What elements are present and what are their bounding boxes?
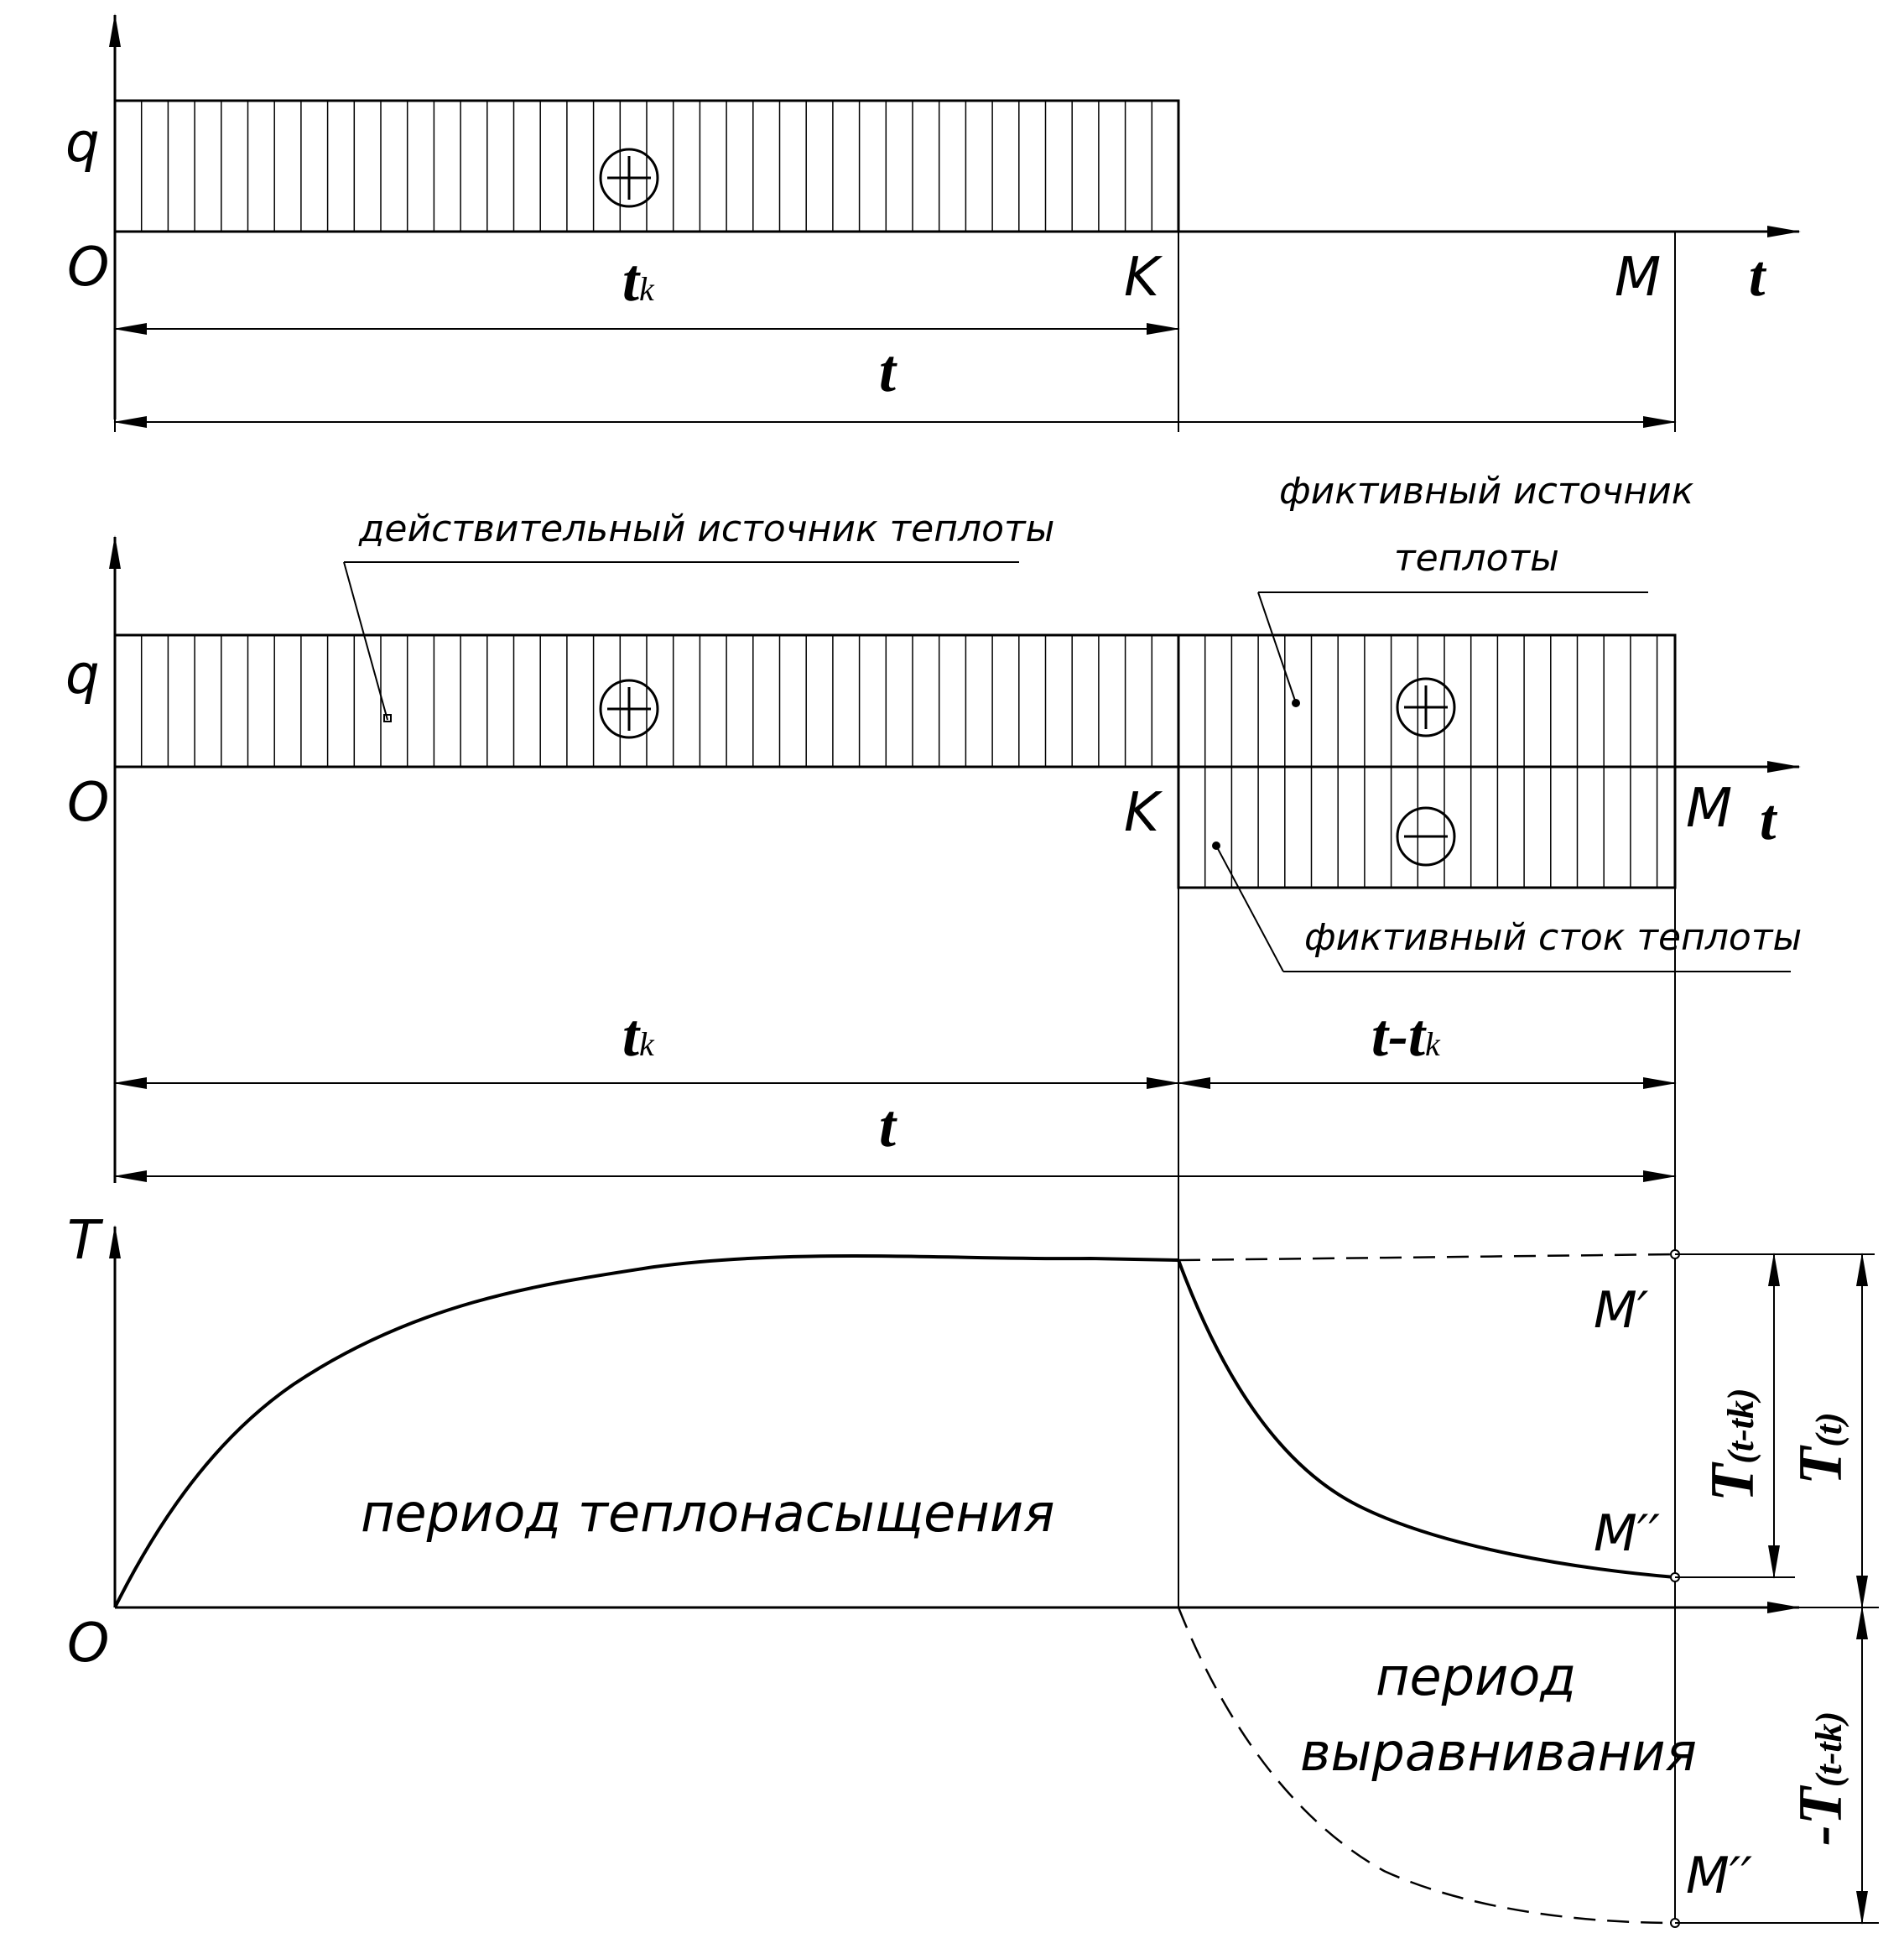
plus-circle-2a [599,679,659,739]
diagram-2-fictitious-sources: q O K M t действительный источник теплот… [65,470,1802,1183]
neg-T-label: -T(t-tk) [1787,1712,1855,1846]
real-source-note: действительный источник теплоты [358,508,1054,550]
fict-sink-note: фиктивный сток теплоты [1304,916,1802,959]
hatch-real [140,635,1153,767]
m-dprime-low-label: M′′ [1686,1847,1752,1905]
m-prime-label: M′ [1594,1281,1649,1340]
t-dim-label-1: t [879,337,897,404]
origin-label-1: O [67,237,109,299]
origin-label-3: O [67,1613,109,1675]
T-t-tk-label: T(t-tk) [1699,1388,1767,1502]
T-t-label: T(t) [1787,1412,1855,1485]
t-dim-label-2: t [879,1092,897,1159]
negative-curve [1177,1607,1676,1925]
saturation-curve [113,1254,1179,1608]
tk-dim-label-2: tk [622,1002,655,1069]
k-label-2: K [1124,782,1163,844]
t-axis-label-2: t [1760,788,1778,852]
diagram-3-temperature: T O M′ M′′ M′′ период теплонасыщения пер… [67,1183,1879,1928]
hatch-fict-sink [1204,767,1658,888]
t-minus-tk-dim-label: t-tk [1371,1002,1441,1069]
fict-source-note-1: фиктивный источник [1279,470,1694,513]
tk-dim-label-1: tk [622,247,655,314]
diagram-1-real-source: q O K M t tk t [65,13,1801,432]
m-label-1: M [1615,247,1661,309]
origin-label-2: O [67,772,109,834]
T-label: T [67,1210,104,1272]
q-label-2: q [65,644,100,706]
equalization-label-1: период [1376,1646,1576,1707]
fict-source-note-2: теплоты [1394,537,1559,580]
fict-sink-rect [1177,765,1677,889]
cooling-curve [1177,1259,1676,1579]
plus-circle-2b [1396,677,1456,737]
hatch-fict-source [1204,635,1658,767]
minus-circle-2 [1396,806,1456,867]
m-dprime-label: M′′ [1594,1504,1660,1563]
saturation-period-label: период теплонасыщения [361,1482,1054,1544]
plus-circle-1 [599,148,659,208]
hatch-1 [140,101,1153,232]
k-label-1: K [1124,247,1163,309]
q-label-1: q [65,112,100,175]
t-axis-label-1: t [1749,244,1767,309]
dashed-continuation [1178,1253,1676,1262]
equalization-label-2: выравнивания [1300,1722,1697,1783]
m-label-2: M [1686,778,1732,840]
